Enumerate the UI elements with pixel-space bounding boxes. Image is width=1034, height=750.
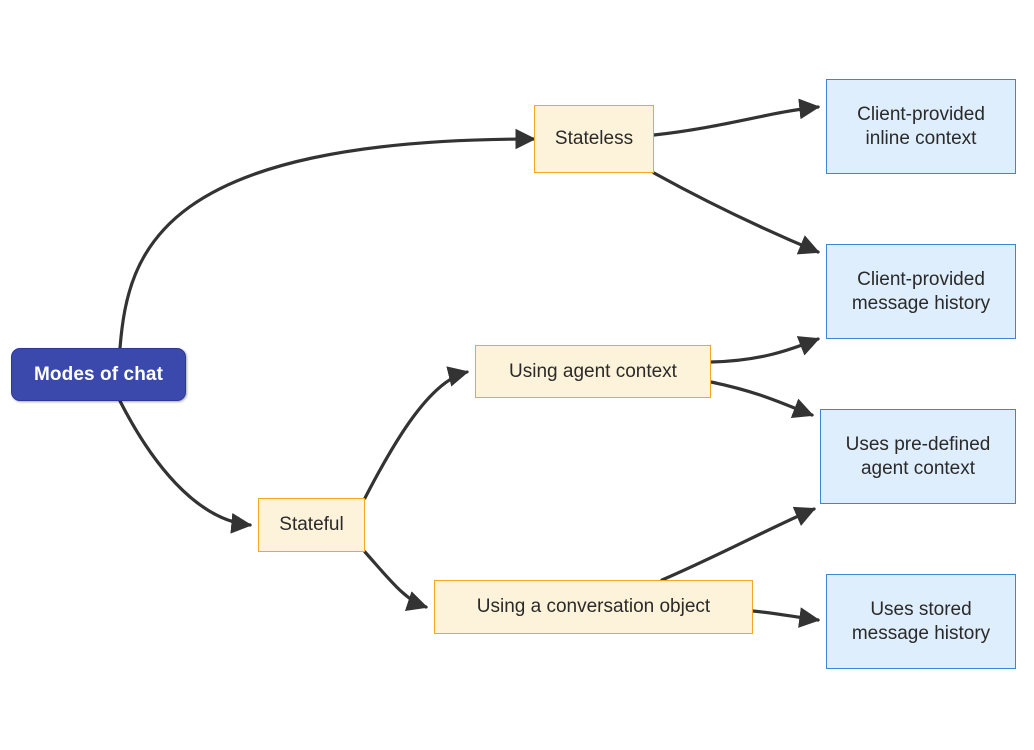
edge-stateful-to-agent-context — [363, 366, 470, 500]
edge-paths — [118, 98, 821, 628]
edge-root-to-stateful — [118, 399, 253, 534]
edge-conversation-to-stored — [751, 607, 821, 628]
edge-agent-context-to-msg-history — [709, 336, 820, 364]
node-msg-history[interactable]: Client-provided message history — [826, 244, 1016, 339]
node-agent-context[interactable]: Using agent context — [475, 345, 711, 398]
node-predefined-label: Uses pre-defined agent context — [845, 434, 991, 479]
edge-root-to-stateless — [118, 128, 537, 350]
edge-stateless-to-inline — [652, 98, 821, 137]
node-stored-label: Uses stored message history — [851, 599, 991, 644]
node-root[interactable]: Modes of chat — [11, 348, 186, 401]
node-stateless-label: Stateless — [554, 128, 634, 150]
node-inline-label: Client-provided inline context — [857, 104, 985, 149]
node-agent-context-label: Using agent context — [509, 360, 677, 382]
node-stored[interactable]: Uses stored message history — [826, 574, 1016, 669]
node-inline[interactable]: Client-provided inline context — [826, 79, 1016, 174]
node-root-label: Modes of chat — [33, 363, 164, 385]
edge-agent-context-to-predefined — [709, 380, 814, 418]
node-predefined[interactable]: Uses pre-defined agent context — [820, 409, 1016, 504]
node-conversation[interactable]: Using a conversation object — [434, 580, 753, 634]
edge-stateless-to-msg-history — [652, 171, 820, 255]
edge-conversation-to-predefined — [660, 506, 816, 582]
node-msg-history-label: Client-provided message history — [851, 269, 991, 314]
node-conversation-label: Using a conversation object — [476, 596, 711, 618]
node-stateful[interactable]: Stateful — [258, 498, 365, 552]
node-stateless[interactable]: Stateless — [534, 105, 654, 173]
node-stateful-label: Stateful — [279, 514, 344, 536]
edge-stateful-to-conversation — [363, 550, 428, 611]
